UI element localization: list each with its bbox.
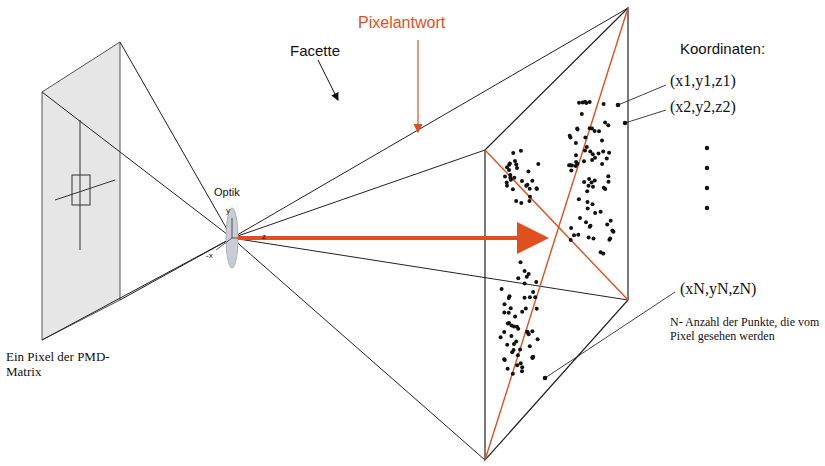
pixel-plane bbox=[42, 42, 120, 340]
coordinate-label: (x1,y1,z1) bbox=[670, 72, 736, 90]
caption-label: Ein Pixel der PMD-Matrix bbox=[6, 350, 126, 380]
leader-line bbox=[417, 40, 418, 132]
pixel-response-arrow bbox=[238, 236, 545, 240]
axis-label: z bbox=[262, 232, 266, 241]
axes bbox=[216, 218, 258, 250]
arrow-label: Pixelantwort bbox=[358, 14, 445, 32]
coordinate-label: (x2,y2,z2) bbox=[670, 98, 736, 116]
facet-label: Facette bbox=[290, 42, 340, 59]
leader-line bbox=[318, 60, 338, 100]
frustum-lines bbox=[42, 8, 628, 460]
axis-label: -x bbox=[206, 251, 213, 260]
note-label: N- Anzahl der Punkte, die vom Pixel gese… bbox=[670, 316, 820, 344]
coordinate-label: (xN,yN,zN) bbox=[680, 280, 756, 298]
axis-label: y bbox=[226, 206, 230, 215]
heading-label: Koordinaten: bbox=[680, 40, 765, 57]
optics-label: Optik bbox=[214, 186, 240, 199]
facet-plane bbox=[485, 8, 628, 460]
ellipsis-dots bbox=[705, 146, 709, 210]
